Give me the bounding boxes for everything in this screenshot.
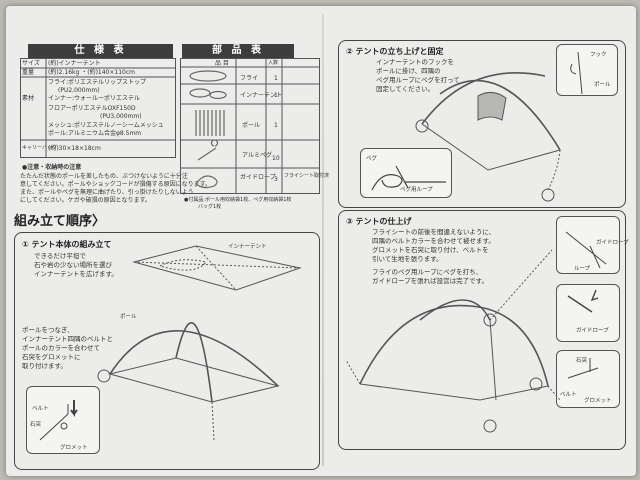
step1-label-pole: ポール bbox=[120, 314, 137, 320]
notes-line-3: また、ポールやペグを無理に曲げたり、引っ掛けたりしないよう bbox=[20, 189, 194, 196]
spec-row-bag-value: (約)30×18×18cm bbox=[48, 145, 101, 152]
step2-label-hook: フック bbox=[590, 52, 607, 58]
step2-text-2: ポールに掛け、四隅の bbox=[376, 67, 441, 75]
notes-line-4: にしてください。ケガや破損の原因となります。 bbox=[20, 197, 151, 204]
parts-table bbox=[180, 58, 320, 194]
step1-text-3: インナーテントを広げます。 bbox=[34, 270, 118, 278]
step3-label-tip: 石突 bbox=[576, 358, 588, 364]
step3-text-4: 引いて生地を張ります。 bbox=[372, 255, 443, 263]
spec-row-floor: フロアーポリエステルOXF150D bbox=[48, 105, 136, 112]
step3-grommet-inset bbox=[556, 350, 620, 408]
paper bbox=[6, 6, 636, 476]
spec-row-inner: インナー:ウォールーポリエステル bbox=[48, 95, 141, 102]
step1-text-1: できるだけ平坦で bbox=[34, 252, 86, 260]
parts-col-item: 品 目 bbox=[215, 60, 229, 67]
spec-row-size-value: (約)インナーテント bbox=[48, 60, 101, 67]
spec-row-bag-label: キャリーバッグ bbox=[22, 145, 57, 151]
step1-text2-5: 取り付けます。 bbox=[22, 362, 67, 370]
step3-text2-1: フライのペグ用ループにペグを打ち、 bbox=[372, 268, 483, 276]
step3-label-grommet: グロメット bbox=[584, 398, 612, 404]
step3-label-loop: ループ bbox=[574, 266, 591, 272]
step1-text2-4: 石突をグロメットに bbox=[22, 353, 81, 361]
parts-row-peg: アルミペグ bbox=[242, 152, 272, 159]
notes-title: ●注意・収納時の注意 bbox=[22, 164, 82, 171]
step3-label-belt: ベルト bbox=[560, 392, 577, 398]
step2-hook-inset bbox=[556, 44, 618, 96]
step2-label-peg: ペグ bbox=[366, 156, 378, 162]
spec-row-mesh: メッシュ:ポリエステルノーシームメッシュ bbox=[48, 122, 164, 129]
step1-label-inner: インナーテント bbox=[228, 244, 267, 250]
step2-text-1: インナーテントのフックを bbox=[376, 58, 454, 66]
parts-col-qty: 入数 bbox=[268, 60, 279, 66]
parts-row-rope-qty: 3 bbox=[274, 176, 278, 183]
step3-label-guy2: ガイドロープ bbox=[576, 328, 609, 334]
step3-title: ③ テントの仕上げ bbox=[346, 217, 412, 226]
parts-row-rope: ガイドロープ bbox=[240, 174, 276, 181]
step1-text-2: 石や岩の少ない場所を選び bbox=[34, 261, 112, 269]
spec-row-material-label: 素材 bbox=[22, 95, 35, 102]
parts-row-inner: インナーテント bbox=[240, 92, 283, 99]
assembly-title-text: 組み立て順序 bbox=[14, 214, 93, 229]
step3-text2-2: ガイドロープを張れば設営は完了です。 bbox=[372, 277, 488, 285]
parts-row-pole-qty: 1 bbox=[274, 122, 278, 129]
spec-header: 仕 様 表 bbox=[28, 44, 173, 58]
step1-grommet-inset bbox=[26, 386, 100, 454]
step3-text-2: 四隅のベルトカラーを合わせて被せます。 bbox=[372, 237, 495, 245]
spec-table bbox=[20, 58, 176, 158]
parts-footnote-2: バッグ1枚 bbox=[198, 204, 222, 210]
step1-text2-2: インナーテント四隅のベルトと bbox=[22, 335, 113, 343]
step3-text-3: グロメットを石突に取り付け、ベルトを bbox=[372, 246, 489, 254]
step1-text2-3: ポールのカラーを合わせて bbox=[22, 344, 100, 352]
parts-row-rope-note: フライシート取付済 bbox=[284, 173, 330, 179]
step2-text-3: ペグ用ループにペグを打って bbox=[376, 76, 460, 84]
spec-row-floor-pu: (PU3,000mm) bbox=[100, 113, 142, 120]
step2-title: ② テントの立ち上げと固定 bbox=[346, 47, 444, 56]
spec-row-size-label: サイズ bbox=[22, 60, 40, 67]
spec-row-weight-value: (約)2.16kg ・(約)140×110cm bbox=[48, 69, 135, 76]
center-fold bbox=[322, 14, 324, 466]
step1-text2-1: ポールをつなぎ、 bbox=[22, 326, 74, 334]
step3-panel bbox=[338, 210, 626, 450]
assembly-title: 組み立て順序〉 bbox=[14, 214, 106, 229]
notes-line-2: 意してください。ポールやショックコードが損傷する原因になります。 bbox=[20, 181, 212, 188]
parts-row-inner-qty: 1 bbox=[274, 92, 278, 99]
parts-header: 部 品 表 bbox=[182, 44, 294, 58]
step2-panel bbox=[338, 40, 626, 208]
step3-guy-inset bbox=[556, 216, 620, 274]
spec-row-pole: ポール:アルミニウム合金φ8.5mm bbox=[48, 130, 142, 137]
step3-rope-inset bbox=[556, 284, 620, 342]
parts-row-pole: ポール bbox=[242, 122, 261, 129]
parts-row-peg-qty: 10 bbox=[272, 155, 280, 162]
parts-footnote: ●付属品:ポール用収納袋1枚、ペグ用収納袋1枚 bbox=[184, 197, 292, 203]
step1-label-belt: ベルト bbox=[32, 406, 49, 412]
step1-title: ① テント本体の組み立て bbox=[22, 240, 112, 249]
step1-panel bbox=[14, 232, 320, 470]
notes-line-1: たたんだ状態のポールを差したもの、ぶつけないように十分注 bbox=[20, 173, 188, 180]
parts-row-fly-qty: 1 bbox=[274, 75, 278, 82]
spec-row-fly-pu: (PU2,000mm) bbox=[58, 87, 100, 94]
parts-row-fly: フライ bbox=[240, 75, 259, 82]
step1-label-tip: 石突 bbox=[30, 422, 42, 428]
step3-label-guy: ガイドロープ bbox=[596, 240, 629, 246]
step2-label-pole: ポール bbox=[594, 82, 611, 88]
step2-peg-inset bbox=[360, 148, 452, 198]
spec-row-weight-label: 重量 bbox=[22, 69, 35, 76]
step2-label-loop: ペグ用ループ bbox=[400, 187, 433, 193]
parts-icons bbox=[189, 70, 227, 189]
step3-text-1: フライシートの前後を間違えないように、 bbox=[372, 228, 496, 236]
spec-row-fly: フライ:ポリエステルリップストップ bbox=[48, 79, 147, 86]
step2-text-4: 固定してください。 bbox=[376, 85, 435, 93]
step1-label-grommet: グロメット bbox=[60, 445, 88, 451]
